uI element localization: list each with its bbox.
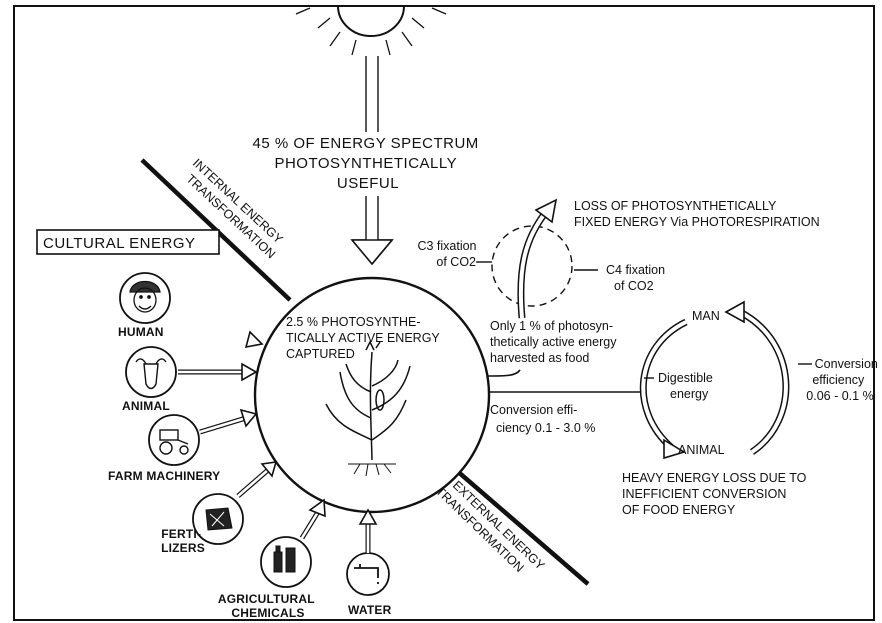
c3-fixation-label: C3 fixation of CO2 <box>417 239 480 269</box>
photorespiration-arrow <box>517 198 558 319</box>
c4-fixation-label: C4 fixation of CO2 <box>606 263 669 293</box>
food-flow-arrow <box>487 369 640 393</box>
animal-label: ANIMAL <box>122 399 170 413</box>
water-tap-icon <box>354 564 379 586</box>
cycle-conversion-label: Conversion efficiency 0.06 - 0.1 % <box>806 357 881 403</box>
source-water: WATER <box>346 508 392 617</box>
cultural-energy-box <box>36 229 220 255</box>
sun-beam-arrow <box>350 56 394 266</box>
sun-caption: 45 % OF ENERGY SPECTRUM PHOTOSYNTHETICAL… <box>253 135 484 192</box>
photorespiration-loss-label: LOSS OF PHOTOSYNTHETICALLY FIXED ENERGY … <box>574 199 820 229</box>
central-plant-circle <box>253 276 491 514</box>
human-label: HUMAN <box>118 325 164 339</box>
food-conversion-label: Conversion effi- ciency 0.1 - 3.0 % <box>490 403 595 435</box>
man-label: MAN <box>692 309 720 323</box>
source-fertilizers: FERTI- LIZERS <box>161 461 278 555</box>
source-animal: ANIMAL <box>122 346 258 413</box>
fertilizers-label: FERTI- LIZERS <box>161 527 205 555</box>
human-face-icon <box>129 280 161 313</box>
maize-plant-icon <box>325 340 411 477</box>
man-animal-cycle <box>639 300 790 460</box>
digestible-energy-label: Digestible energy <box>658 371 716 401</box>
source-human: HUMAN <box>118 272 264 349</box>
animal-cycle-label: ANIMAL <box>678 443 725 457</box>
heavy-loss-caption: HEAVY ENERGY LOSS DUE TO INEFFICIENT CON… <box>622 471 810 517</box>
tractor-icon <box>159 429 189 455</box>
external-divider-line <box>454 468 590 586</box>
external-transformation-label: EXTERNAL ENERGY TRANSFORMATION <box>433 473 550 587</box>
chemical-bottles-icon <box>273 545 296 573</box>
source-farm-machinery: FARM MACHINERY <box>108 408 258 483</box>
sun-icon <box>295 5 447 56</box>
cultural-energy-title: CULTURAL ENERGY <box>43 235 196 252</box>
photorespiration-dashed-circle <box>491 225 573 307</box>
cow-head-icon <box>135 358 167 390</box>
center-caption: 2.5 % PHOTOSYNTHE- TICALLY ACTIVE ENERGY… <box>286 315 443 361</box>
fertilizer-sack-icon <box>205 507 233 531</box>
source-agricultural-chemicals: AGRICULTURAL CHEMICALS <box>218 498 326 620</box>
harvest-caption: Only 1 % of photosyn- thetically active … <box>490 319 620 365</box>
farm-machinery-label: FARM MACHINERY <box>108 469 220 483</box>
agricultural-chemicals-label: AGRICULTURAL CHEMICALS <box>218 592 318 620</box>
water-label: WATER <box>348 603 392 617</box>
diagram-frame <box>13 5 875 621</box>
